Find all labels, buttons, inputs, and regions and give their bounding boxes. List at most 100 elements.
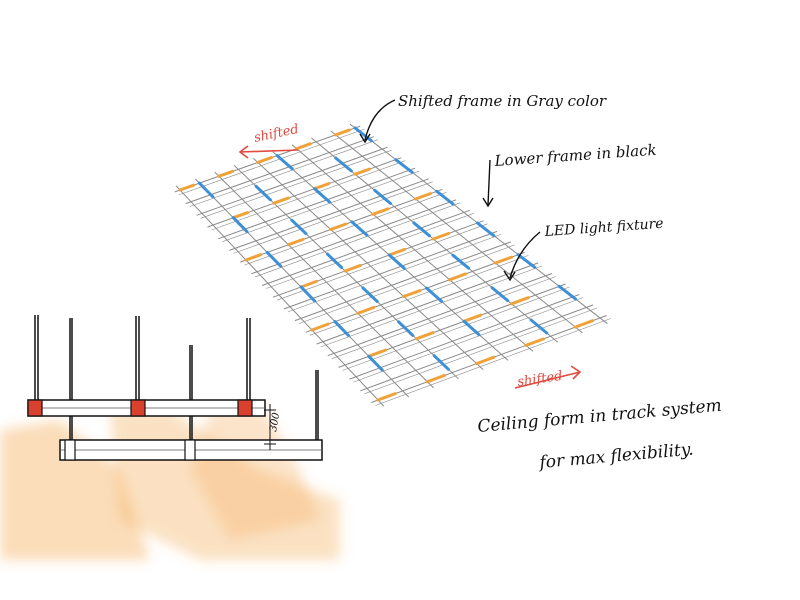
grid-column-line [214, 171, 434, 389]
led-fixture-orange [367, 348, 387, 358]
led-fixture-blue [462, 319, 481, 337]
led-fixture-blue [476, 221, 496, 238]
glow-left [0, 420, 150, 560]
grid-row-line [294, 241, 511, 322]
arrow-head-led [503, 270, 516, 282]
lower-fixture-2 [184, 439, 196, 461]
led-fixture-orange [414, 192, 432, 201]
lower-fixture-1 [64, 439, 76, 461]
grid-row-line-shifted [364, 307, 598, 395]
arrow-shifted-frame [364, 99, 396, 141]
led-fixture-orange [217, 169, 234, 178]
led-fixture-orange [329, 222, 348, 231]
led-fixture-orange [510, 296, 530, 306]
led-fixture-blue [373, 188, 392, 205]
led-fixture-blue [451, 253, 471, 270]
label-lower-frame: Lower frame in black [493, 141, 657, 170]
section-rods [34, 315, 319, 440]
led-fixture-blue [290, 218, 308, 236]
led-fixture-blue [313, 187, 331, 204]
led-fixture-orange [376, 392, 397, 402]
grid-row-line [349, 294, 580, 380]
led-fixture-orange [353, 167, 371, 176]
grid-row-line [283, 230, 498, 310]
grid-row-line-shifted [276, 223, 488, 301]
label-shifted-bottom: shifted [516, 369, 563, 390]
led-fixture-blue [425, 286, 444, 303]
led-fixture-blue [333, 320, 350, 337]
led-fixture-orange [462, 313, 483, 323]
annotation-arrows [359, 99, 541, 282]
grid-row-line-shifted [200, 149, 392, 219]
led-fixture-orange [244, 253, 263, 262]
dimension-label: 300 [268, 411, 282, 432]
led-fixture-blue [353, 126, 373, 143]
led-fixture-blue [432, 354, 450, 371]
led-fixture-orange [402, 289, 422, 298]
led-fixture-blue [516, 253, 537, 269]
grid-column-line [253, 158, 484, 370]
led-fixture-orange [387, 247, 407, 257]
led-fixture-orange [493, 255, 513, 265]
led-fixtures-blue [197, 126, 577, 372]
label-shifted-frame: Shifted frame in Gray color [398, 92, 607, 110]
label-shifted-top: shifted [253, 122, 300, 146]
ceiling-grid [174, 123, 611, 407]
grid-row-line [229, 178, 429, 251]
led-fixture-blue [435, 189, 455, 206]
led-fixture-blue [529, 318, 549, 335]
led-fixture-blue [490, 286, 510, 303]
led-fixture-orange [414, 331, 435, 341]
arrow-head-lower-frame [482, 197, 494, 208]
led-fixture-orange [524, 337, 545, 347]
arrow-led [509, 231, 541, 279]
grid-row-line-shifted [211, 160, 406, 231]
led-fixture-orange [371, 207, 390, 216]
led-fixture-blue [361, 286, 379, 303]
shifted-arrow-top [239, 149, 299, 153]
arrow-lower-frame [487, 159, 491, 206]
grid-row-line [360, 304, 594, 392]
grid-row-line-shifted [353, 297, 584, 383]
led-fixture-blue [254, 184, 272, 202]
led-fixture-orange [448, 272, 468, 282]
led-fixture-orange [310, 322, 330, 332]
led-fixture-orange [431, 231, 451, 241]
grid-row-line [218, 167, 416, 240]
grid-row-line-shifted [298, 244, 515, 324]
led-fixture-orange [286, 237, 305, 247]
fixture-box-2 [130, 399, 146, 417]
grid-row-line [185, 136, 375, 205]
grid-row-line-shifted [189, 139, 379, 207]
grid-row-line [327, 273, 553, 357]
led-fixtures-orange [178, 128, 595, 402]
led-fixture-orange [356, 305, 376, 315]
grid-row-line [196, 146, 388, 216]
grid-row-line-shifted [178, 128, 365, 196]
grid-row-line-shifted [342, 286, 570, 371]
led-fixture-blue [275, 154, 294, 171]
led-fixture-orange [573, 319, 595, 329]
arrow-head-shifted-frame [359, 133, 371, 144]
grid-column-line [330, 130, 583, 334]
led-fixture-blue [367, 354, 384, 372]
section-fixtures [27, 399, 253, 461]
dimension-marker [264, 404, 276, 450]
led-fixture-orange [295, 142, 312, 151]
led-fixture-orange [178, 183, 196, 192]
grid-row-line [251, 199, 457, 275]
grid-row-line-shifted [255, 202, 461, 278]
led-fixture-orange [343, 263, 363, 273]
grid-row-line-shifted [331, 276, 557, 359]
shifted-arrow-bottom-head [570, 365, 582, 380]
fixture-box-3 [237, 399, 253, 417]
led-fixture-blue [231, 216, 249, 234]
grid-column-line [175, 185, 385, 407]
led-fixture-blue [325, 252, 344, 270]
led-fixture-blue [197, 181, 215, 199]
led-fixture-blue [397, 320, 415, 337]
led-fixture-orange [272, 196, 290, 205]
led-fixture-orange [299, 279, 318, 289]
led-fixture-orange [256, 156, 273, 164]
led-fixture-blue [350, 220, 369, 237]
